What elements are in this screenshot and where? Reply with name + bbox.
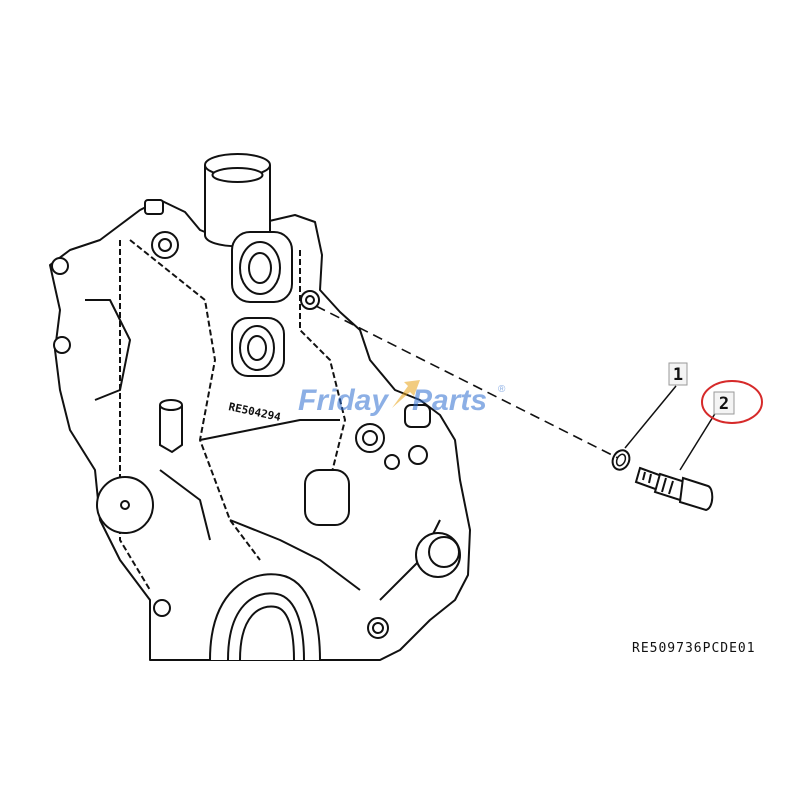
sensor-part bbox=[634, 466, 714, 512]
watermark-registered-mark: ® bbox=[498, 384, 506, 395]
casting-marking: RE504294 bbox=[227, 400, 282, 424]
callout-1-label: 1 bbox=[673, 365, 683, 385]
callout-1-leader bbox=[624, 385, 677, 449]
callout-2-box bbox=[713, 391, 735, 415]
o-ring-part bbox=[611, 449, 631, 471]
callout-2-leader bbox=[679, 411, 717, 471]
reference-code: RE509736PCDE01 bbox=[632, 641, 756, 656]
outlet-neck bbox=[204, 153, 271, 248]
crankshaft-seal-bore bbox=[209, 573, 321, 661]
install-leader-line bbox=[315, 305, 619, 459]
cover-bosses bbox=[51, 199, 461, 639]
watermark-brand-right: Parts bbox=[412, 384, 487, 417]
callout-2-label: 2 bbox=[719, 394, 729, 414]
watermark-brand-left: Friday bbox=[298, 384, 389, 417]
watermark: Friday Parts ® bbox=[298, 380, 506, 417]
highlight-circle bbox=[701, 380, 763, 424]
watermark-swoosh-icon bbox=[392, 380, 420, 408]
callout-1-box bbox=[668, 362, 688, 386]
